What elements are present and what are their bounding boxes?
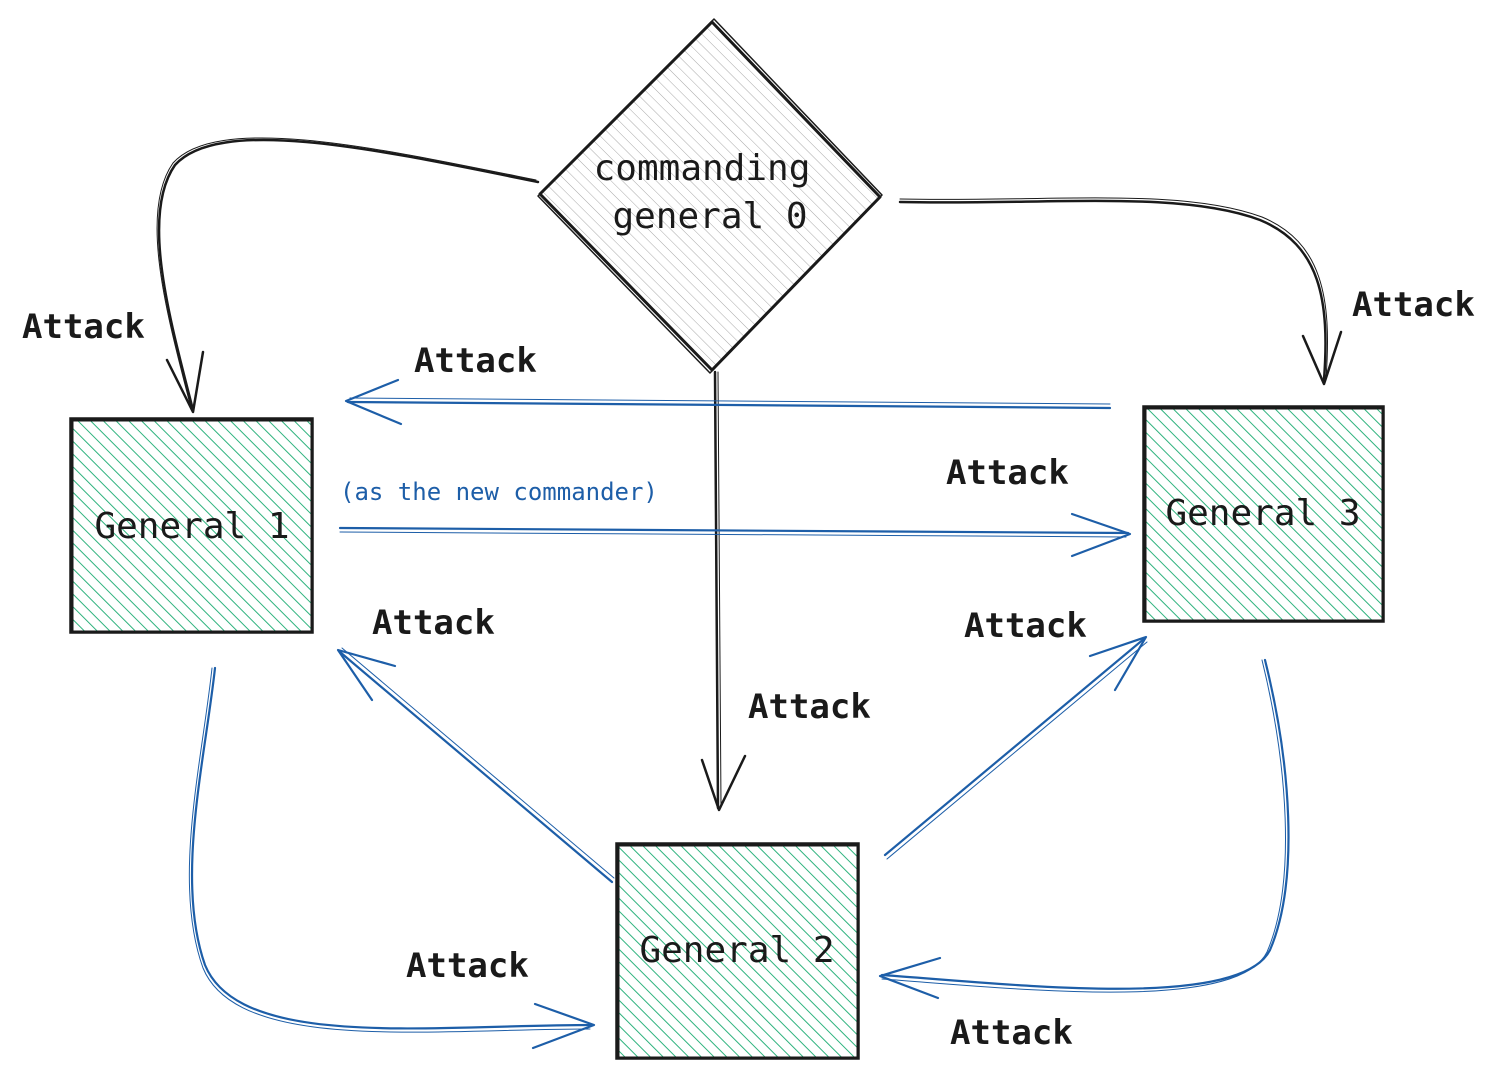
edge-g0-to-g2 [700, 370, 747, 812]
commanding-general-0-node: commanding general 0 [537, 18, 883, 374]
general-1-label: General 1 [94, 506, 289, 547]
general-2-label: General 2 [639, 930, 834, 971]
edge-label-g2-to-g3: Attack [964, 606, 1087, 646]
edge-label-g3-to-g2: Attack [950, 1013, 1073, 1053]
edge-g0-to-g1 [156, 137, 540, 414]
commanding-general-label-line2: general 0 [612, 196, 807, 237]
edge-label-g0-to-g3: Attack [1352, 285, 1475, 325]
edge-g3-to-g2 [878, 658, 1290, 1000]
general-3-label: General 3 [1165, 493, 1360, 534]
edge-label-g1-to-g3: Attack [946, 453, 1069, 493]
general-3-node: General 3 [1142, 405, 1385, 623]
edge-g1-to-g3 [338, 512, 1132, 558]
edge-label-g2-to-g1: Attack [372, 603, 495, 643]
general-2-node: General 2 [615, 842, 860, 1060]
edge-g2-to-g3 [883, 635, 1148, 860]
edge-label-g3-to-g1: Attack [414, 341, 537, 381]
edge-g3-to-g1 [344, 378, 1112, 426]
edge-label-g1-to-g2: Attack [406, 946, 529, 986]
new-commander-note: (as the new commander) [340, 478, 658, 506]
general-1-node: General 1 [69, 417, 314, 634]
edge-g2-to-g1 [336, 647, 615, 884]
commanding-general-label-line1: commanding [594, 148, 811, 189]
edge-g1-to-g2 [188, 666, 596, 1050]
edge-label-g0-to-g2: Attack [748, 687, 871, 727]
edge-g0-to-g3 [898, 197, 1343, 386]
edge-label-g0-to-g1: Attack [22, 307, 145, 347]
